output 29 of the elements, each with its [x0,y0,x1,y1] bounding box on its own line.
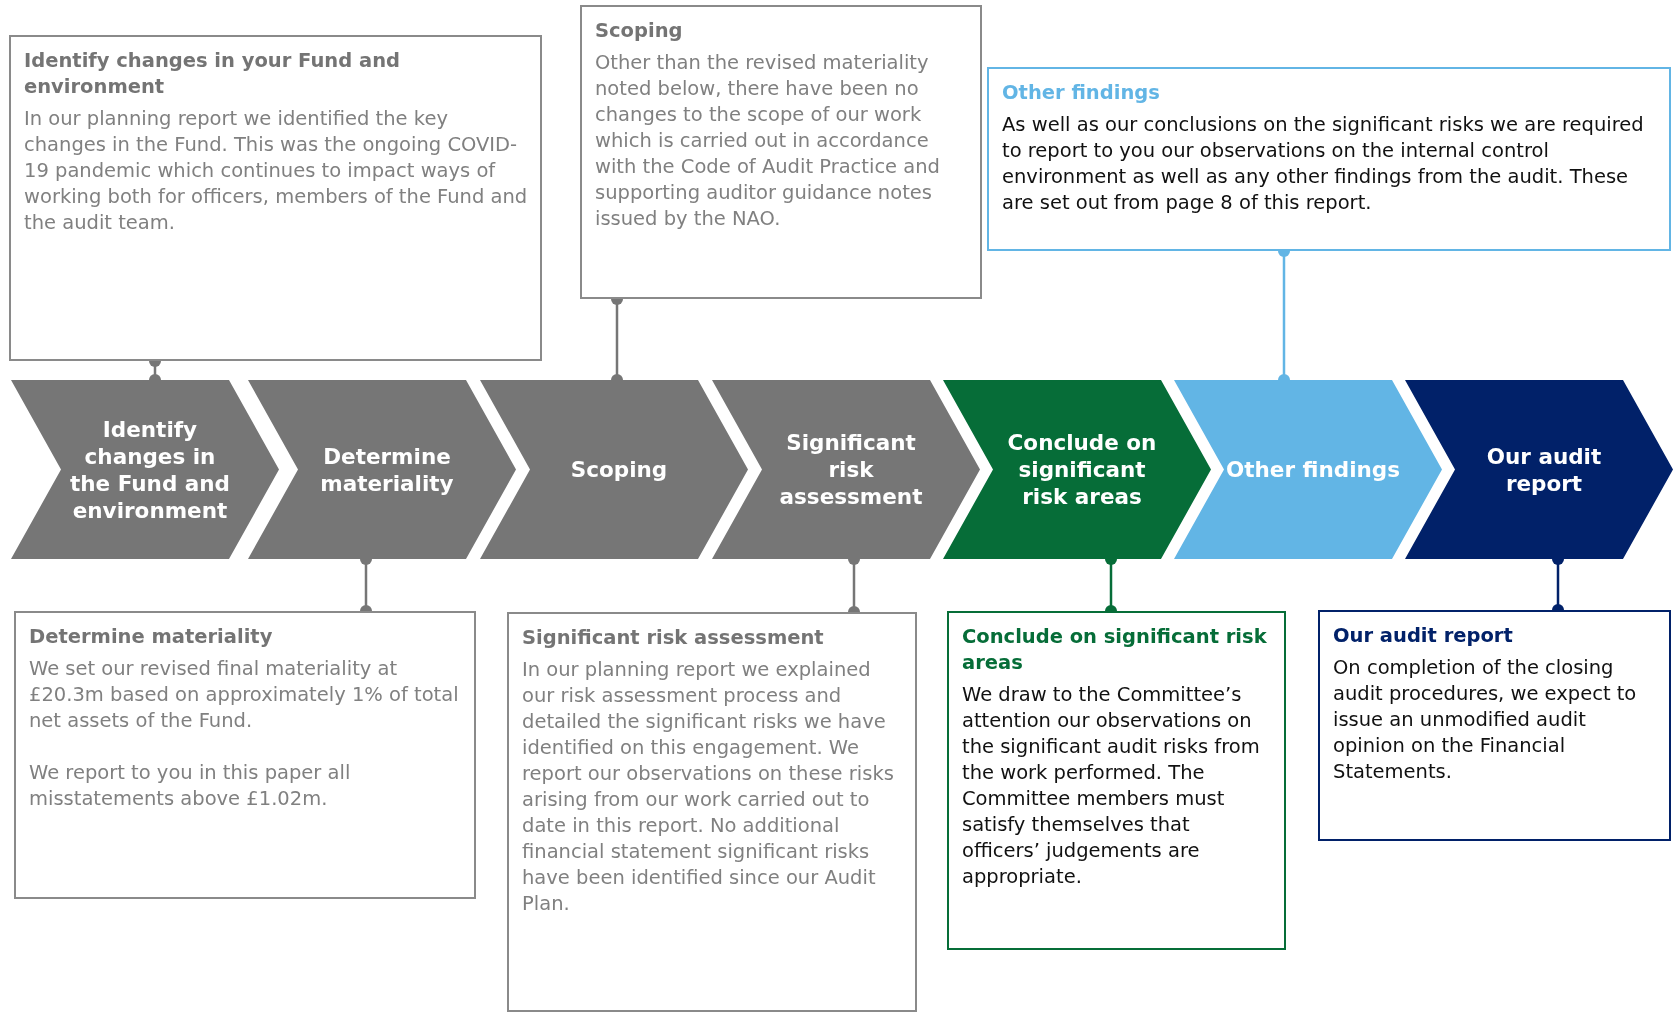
step-label: Our audit report [1485,442,1603,497]
callout-box [580,5,982,299]
callout-box [987,67,1671,251]
callout-box [14,611,476,899]
callout-heading: Other findings [1002,80,1161,106]
callout-text: We set our revised final materiality at £20.3m based on approximately 1% of total net assets of the Fund. [29,656,460,734]
callout-box [1318,610,1671,841]
callout-text: We report to you in this paper all misstatements above £1.02m. [29,760,352,812]
callout-text: As well as our conclusions on the significant risks we are required to report to you our observations on the internal control environment as well as any other findings from the audit. These are set out from page 8 of this report. [1002,112,1645,216]
step-label: Other findings [1226,456,1400,483]
callout-heading: Our audit report [1333,623,1514,649]
callout-text: In our planning report we explained our risk assessment process and detailed the significant risks we have identified on this engagement. We report our observations on these risks arising from our work carried out to date in this report. No additional financial statement significant risks have been identified since our Audit Plan. [522,657,895,917]
callout-heading: Determine materiality [29,624,274,650]
callout-text: Other than the revised materiality noted below, there have been no changes to the scope of our work which is carried out in accordance with the Code of Audit Practice and supporting auditor guidance notes issued by the NAO. [595,50,941,232]
callout-heading: Significant risk assessment [522,625,825,651]
step-label: Determine materiality [319,442,455,497]
step-label: Significant risk assessment [778,429,924,510]
callout-heading: Scoping [595,18,684,44]
step-label: Identify changes in the Fund and environment [69,415,231,524]
step-label: Conclude on significant risk areas [1006,429,1158,510]
callout-text: On completion of the closing audit procedures, we expect to issue an unmodified audit opinion on the Financial Statements. [1333,655,1638,785]
callout-box [947,611,1286,950]
callout-heading: Conclude on significant risk areas [962,624,1268,676]
callout-text: We draw to the Committee’s attention our observations on the significant audit risks from the work performed. The Committee members must satisfy themselves that officers’ judgements are appropriate. [962,682,1261,890]
callout-box [9,35,542,361]
callout-box [507,612,917,1012]
step-label: Scoping [570,456,668,483]
callout-text: In our planning report we identified the key changes in the Fund. This was the ongoing COVID-19 pandemic which continues to impact ways of working both for officers, members of the Fund and the audit team. [24,106,528,236]
callout-heading: Identify changes in your Fund and environment [24,48,401,100]
